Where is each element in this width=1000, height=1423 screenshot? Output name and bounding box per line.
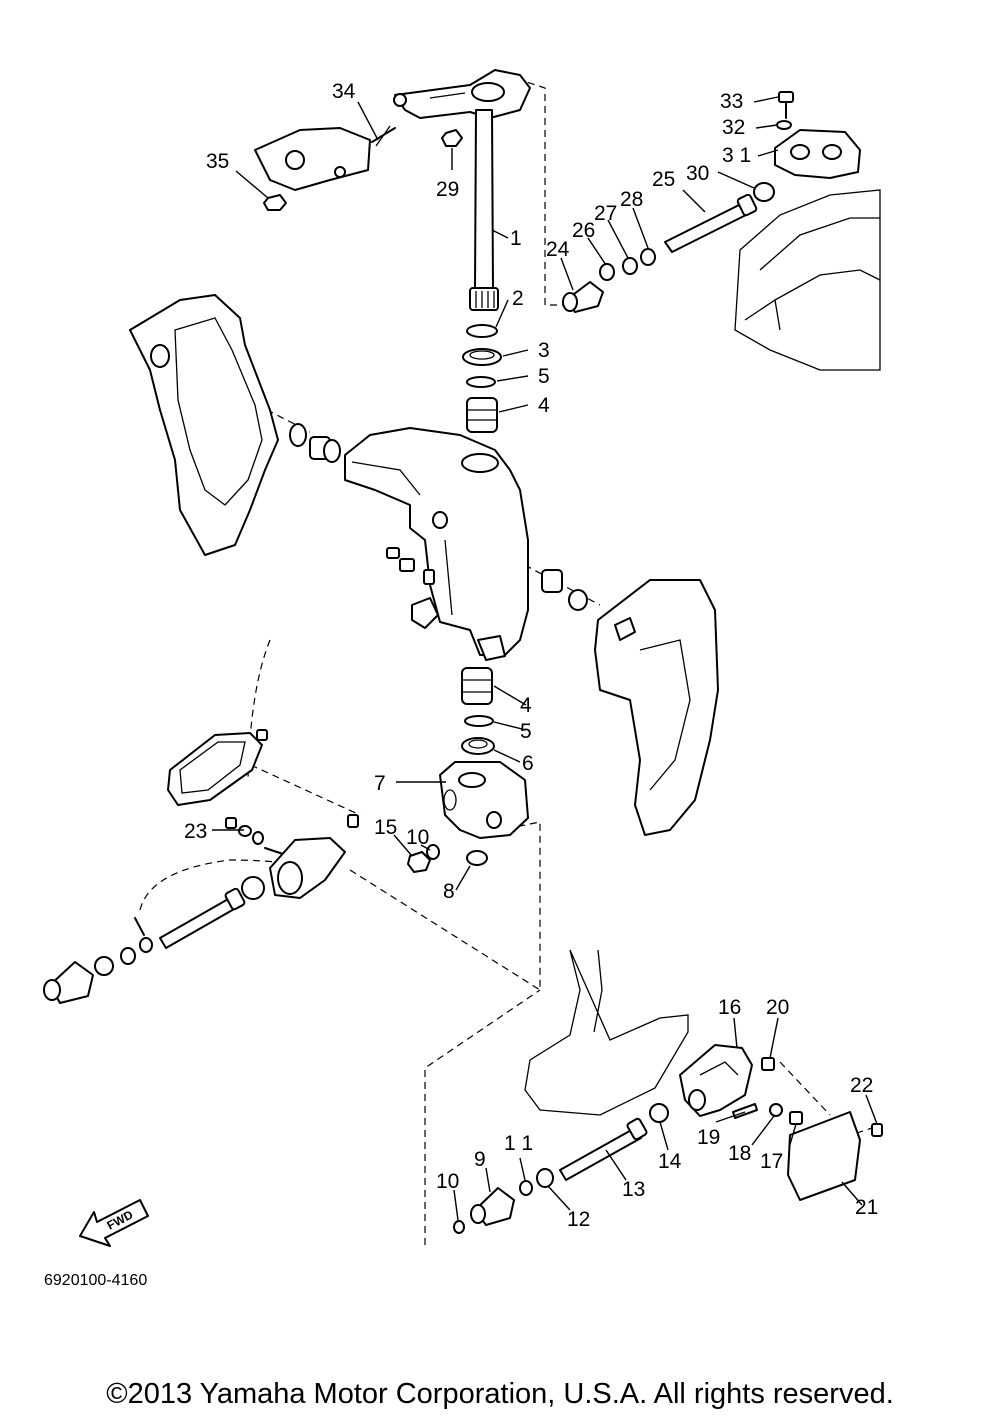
callout-6: 6 (522, 752, 534, 775)
bolt-33 (778, 91, 794, 119)
fwd-arrow-icon: FWD (79, 1199, 149, 1247)
steering-bracket (254, 127, 371, 191)
clamp-bracket-right (594, 579, 719, 836)
callout-33: 33 (720, 90, 743, 113)
callout-12: 12 (567, 1208, 590, 1231)
callout-22: 22 (850, 1074, 873, 1097)
nut-29 (441, 129, 463, 147)
callout-20: 20 (766, 996, 789, 1019)
fasteners-10-15-8 (407, 844, 488, 873)
callout-17: 17 (760, 1150, 783, 1173)
callout-29: 29 (436, 178, 459, 201)
callout-labels: 34 35 29 1 2 3 5 4 33 32 3 1 30 25 28 27… (184, 80, 878, 1231)
callout-15: 15 (374, 816, 397, 839)
lower-mount-bracket-16 (679, 1044, 753, 1117)
callout-32: 32 (722, 116, 745, 139)
callout-4-lower: 4 (520, 694, 532, 717)
bracket-bolts (386, 547, 435, 585)
mount-cover-23 (167, 732, 263, 806)
callout-23: 23 (184, 820, 207, 843)
leader-lines (212, 96, 878, 1221)
washers-11-12 (519, 1168, 554, 1196)
steering-shaft (469, 109, 499, 311)
callout-11: 1 1 (504, 1132, 533, 1155)
callout-10-upper: 10 (406, 826, 429, 849)
upper-casing-outline (734, 189, 881, 371)
mount-rubber-9 (470, 1187, 515, 1226)
callout-7: 7 (374, 772, 386, 795)
callout-13: 13 (622, 1178, 645, 1201)
bolt-13 (559, 1117, 648, 1181)
mount-rubber-24 (562, 281, 604, 313)
collar-14 (649, 1103, 669, 1123)
callout-24: 24 (546, 238, 570, 261)
clamp-bracket-left (129, 294, 279, 556)
copyright-notice: ©2013 Yamaha Motor Corporation, U.S.A. A… (106, 1378, 894, 1410)
lower-casing-outline (524, 949, 689, 1116)
mount-washers-left (94, 917, 153, 976)
shaft-stack-upper (462, 324, 502, 433)
callout-19: 19 (697, 1126, 720, 1149)
callout-5-lower: 5 (520, 720, 532, 743)
callout-4-upper: 4 (538, 394, 550, 417)
steering-arm (393, 69, 531, 119)
shaft-stack-lower (461, 667, 495, 755)
nut-35 (263, 194, 287, 211)
bolt-25 (664, 193, 758, 253)
callout-3: 3 (538, 339, 550, 362)
callout-8: 8 (443, 880, 455, 903)
callout-5-upper: 5 (538, 365, 550, 388)
washer-32 (776, 120, 792, 130)
collar-30 (753, 182, 775, 202)
callout-16: 16 (718, 996, 741, 1019)
callout-1: 1 (510, 227, 522, 250)
callout-14: 14 (658, 1150, 682, 1173)
callout-27: 27 (594, 202, 617, 225)
mount-rubber-left (43, 961, 94, 1004)
callout-2: 2 (512, 287, 524, 310)
diagram-number: 6920100-4160 (44, 1272, 147, 1289)
callout-31: 3 1 (722, 144, 751, 167)
lower-mount-housing (439, 761, 529, 839)
mount-bolt-left (159, 876, 265, 949)
washer-10-lower (453, 1220, 465, 1234)
callout-18: 18 (728, 1142, 751, 1165)
callout-30: 30 (686, 162, 709, 185)
upper-mount-cover-31 (774, 129, 861, 179)
callout-21: 21 (855, 1196, 878, 1219)
cover-21 (787, 1111, 861, 1201)
fasteners-17-18-19-20-22 (732, 1057, 883, 1137)
callout-10-lower: 10 (436, 1170, 459, 1193)
callout-28: 28 (620, 188, 643, 211)
grease-nipple-34 (371, 125, 396, 147)
swivel-bushing-right (541, 569, 588, 611)
swivel-bushing-left (289, 423, 341, 463)
callout-35: 35 (206, 150, 229, 173)
washers-26-27-28 (599, 248, 656, 281)
mount-housing-left (269, 837, 346, 899)
callout-26: 26 (572, 219, 595, 242)
callout-25: 25 (652, 168, 675, 191)
callout-9: 9 (474, 1148, 486, 1171)
callout-34: 34 (332, 80, 356, 103)
swivel-bracket (344, 427, 529, 661)
